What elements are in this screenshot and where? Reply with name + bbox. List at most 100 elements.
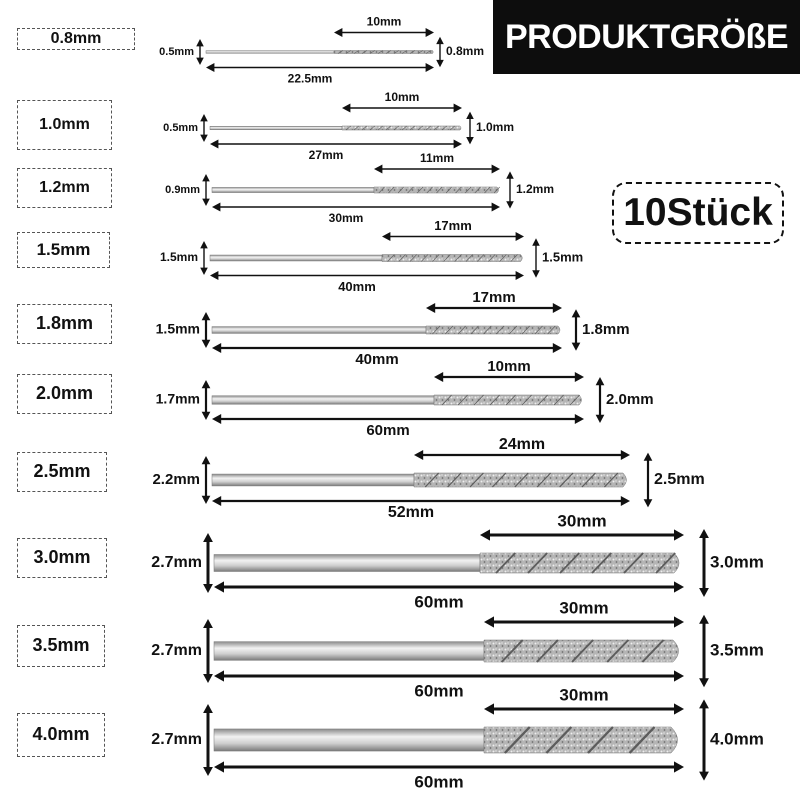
coated-length-label: 17mm	[472, 289, 515, 306]
drill-spiral-groove	[491, 472, 507, 488]
total-length-label: 60mm	[414, 592, 463, 611]
tip-diameter-arrow-head-bottom	[699, 678, 709, 688]
total-length-arrow-head-left	[210, 139, 219, 149]
drill-spiral-groove	[416, 186, 424, 194]
drill-spiral-groove	[473, 394, 484, 406]
drill-shank	[209, 126, 343, 130]
drill-spiral-groove	[571, 639, 594, 663]
drill-spiral-groove	[476, 254, 485, 262]
drill-spiral-groove	[603, 472, 619, 488]
drill-spiral-groove	[393, 125, 399, 131]
drill-spiral-groove	[500, 639, 524, 663]
drill-spiral-groove	[457, 394, 468, 406]
tip-diameter-arrow-head-top	[595, 377, 605, 386]
drill-spiral-groove	[628, 726, 656, 754]
coated-length-arrow-head-left	[484, 616, 494, 628]
bit-size-label: 3.5mm	[17, 625, 105, 667]
drill-spiral-groove	[441, 394, 452, 406]
drill-spiral-groove	[385, 50, 391, 54]
total-length-arrow-head-right	[574, 413, 584, 425]
drill-spiral-groove	[455, 186, 462, 194]
drill-spiral-groove	[581, 472, 596, 488]
tip-diameter-label: 3.0mm	[710, 552, 764, 571]
shank-diameter-label: 0.9mm	[165, 184, 200, 196]
tip-diameter-label: 2.5mm	[654, 471, 705, 488]
tip-diameter-arrow-head-top	[532, 238, 540, 246]
coated-length-arrow-head-left	[374, 164, 383, 174]
drill-spiral-groove	[432, 254, 440, 262]
drill-spiral-groove	[397, 186, 404, 194]
drill-spiral-groove	[420, 254, 429, 262]
drill-spiral-groove	[521, 325, 530, 335]
tip-diameter-arrow-head-top	[699, 529, 709, 538]
tip-diameter-arrow-head-top	[436, 36, 444, 45]
bit-size-label: 1.2mm	[17, 168, 112, 208]
drill-spiral-groove	[508, 325, 518, 335]
coated-length-label: 10mm	[487, 358, 530, 375]
coated-length-arrow-head-left	[342, 103, 351, 113]
drill-spiral-groove	[569, 394, 580, 406]
drill-spiral-groove	[495, 552, 516, 574]
shank-diameter-arrow-head-bottom	[201, 495, 211, 504]
total-length-arrow-head-right	[515, 271, 524, 280]
total-length-arrow-head-right	[552, 342, 562, 354]
drill-spiral-groove	[505, 394, 516, 406]
drill-spiral-groove	[483, 325, 492, 335]
coated-length-arrow-head-right	[574, 371, 584, 383]
drill-spiral-groove	[457, 325, 466, 335]
drill-spiral-groove	[345, 50, 351, 54]
shank-diameter-arrow-head-top	[203, 704, 213, 713]
drill-spiral-groove	[454, 254, 462, 262]
drill-diamond-coating	[413, 472, 627, 488]
drill-diamond-coating	[479, 552, 680, 574]
total-length-label: 40mm	[338, 279, 376, 294]
drill-spiral-groove	[655, 552, 676, 574]
total-length-arrow-head-right	[491, 202, 500, 212]
quantity-badge: 10Stück	[612, 182, 784, 244]
shank-diameter-label: 1.7mm	[156, 391, 200, 407]
total-length-label: 30mm	[329, 211, 364, 225]
coated-length-arrow-head-right	[425, 28, 434, 37]
drill-spiral-groove	[536, 639, 559, 663]
coated-length-arrow-head-left	[426, 302, 436, 314]
total-length-label: 60mm	[414, 681, 463, 700]
tip-diameter-label: 1.2mm	[516, 182, 554, 196]
bit-size-label: 1.0mm	[17, 100, 112, 150]
tip-diameter-arrow-head-bottom	[699, 771, 709, 781]
drill-spiral-groove	[401, 125, 407, 131]
drill-spiral-groove	[424, 472, 440, 488]
drill-spiral-groove	[447, 472, 462, 488]
drill-spiral-groove	[401, 50, 407, 54]
drill-spiral-groove	[545, 726, 573, 754]
total-length-label: 40mm	[355, 351, 398, 368]
drill-spiral-groove	[534, 325, 543, 335]
drill-shank	[213, 554, 481, 572]
drill-spiral-groove	[353, 50, 359, 54]
drill-spiral-groove	[489, 394, 500, 406]
total-length-label: 27mm	[309, 148, 344, 162]
shank-diameter-label: 2.7mm	[151, 731, 202, 748]
coated-length-label: 30mm	[557, 511, 606, 530]
total-length-label: 22.5mm	[288, 72, 333, 86]
drill-spiral-groove	[345, 125, 351, 131]
coated-length-arrow-head-right	[674, 529, 684, 541]
total-length-arrow-head-left	[214, 761, 224, 773]
shank-diameter-arrow-head-top	[201, 380, 211, 389]
bit-size-label: 0.8mm	[17, 28, 135, 50]
drill-spiral-groove	[465, 254, 473, 262]
coated-length-arrow-head-right	[491, 164, 500, 174]
drill-spiral-groove	[587, 726, 614, 754]
tip-diameter-arrow-head-bottom	[506, 201, 514, 209]
total-length-label: 60mm	[366, 422, 409, 439]
drill-spiral-groove	[377, 50, 383, 54]
drill-spiral-groove	[474, 186, 481, 194]
drill-spiral-groove	[369, 125, 375, 131]
shank-diameter-label: 1.5mm	[156, 321, 200, 337]
bit-size-label: 2.5mm	[17, 452, 107, 492]
drill-spiral-groove	[433, 125, 439, 131]
